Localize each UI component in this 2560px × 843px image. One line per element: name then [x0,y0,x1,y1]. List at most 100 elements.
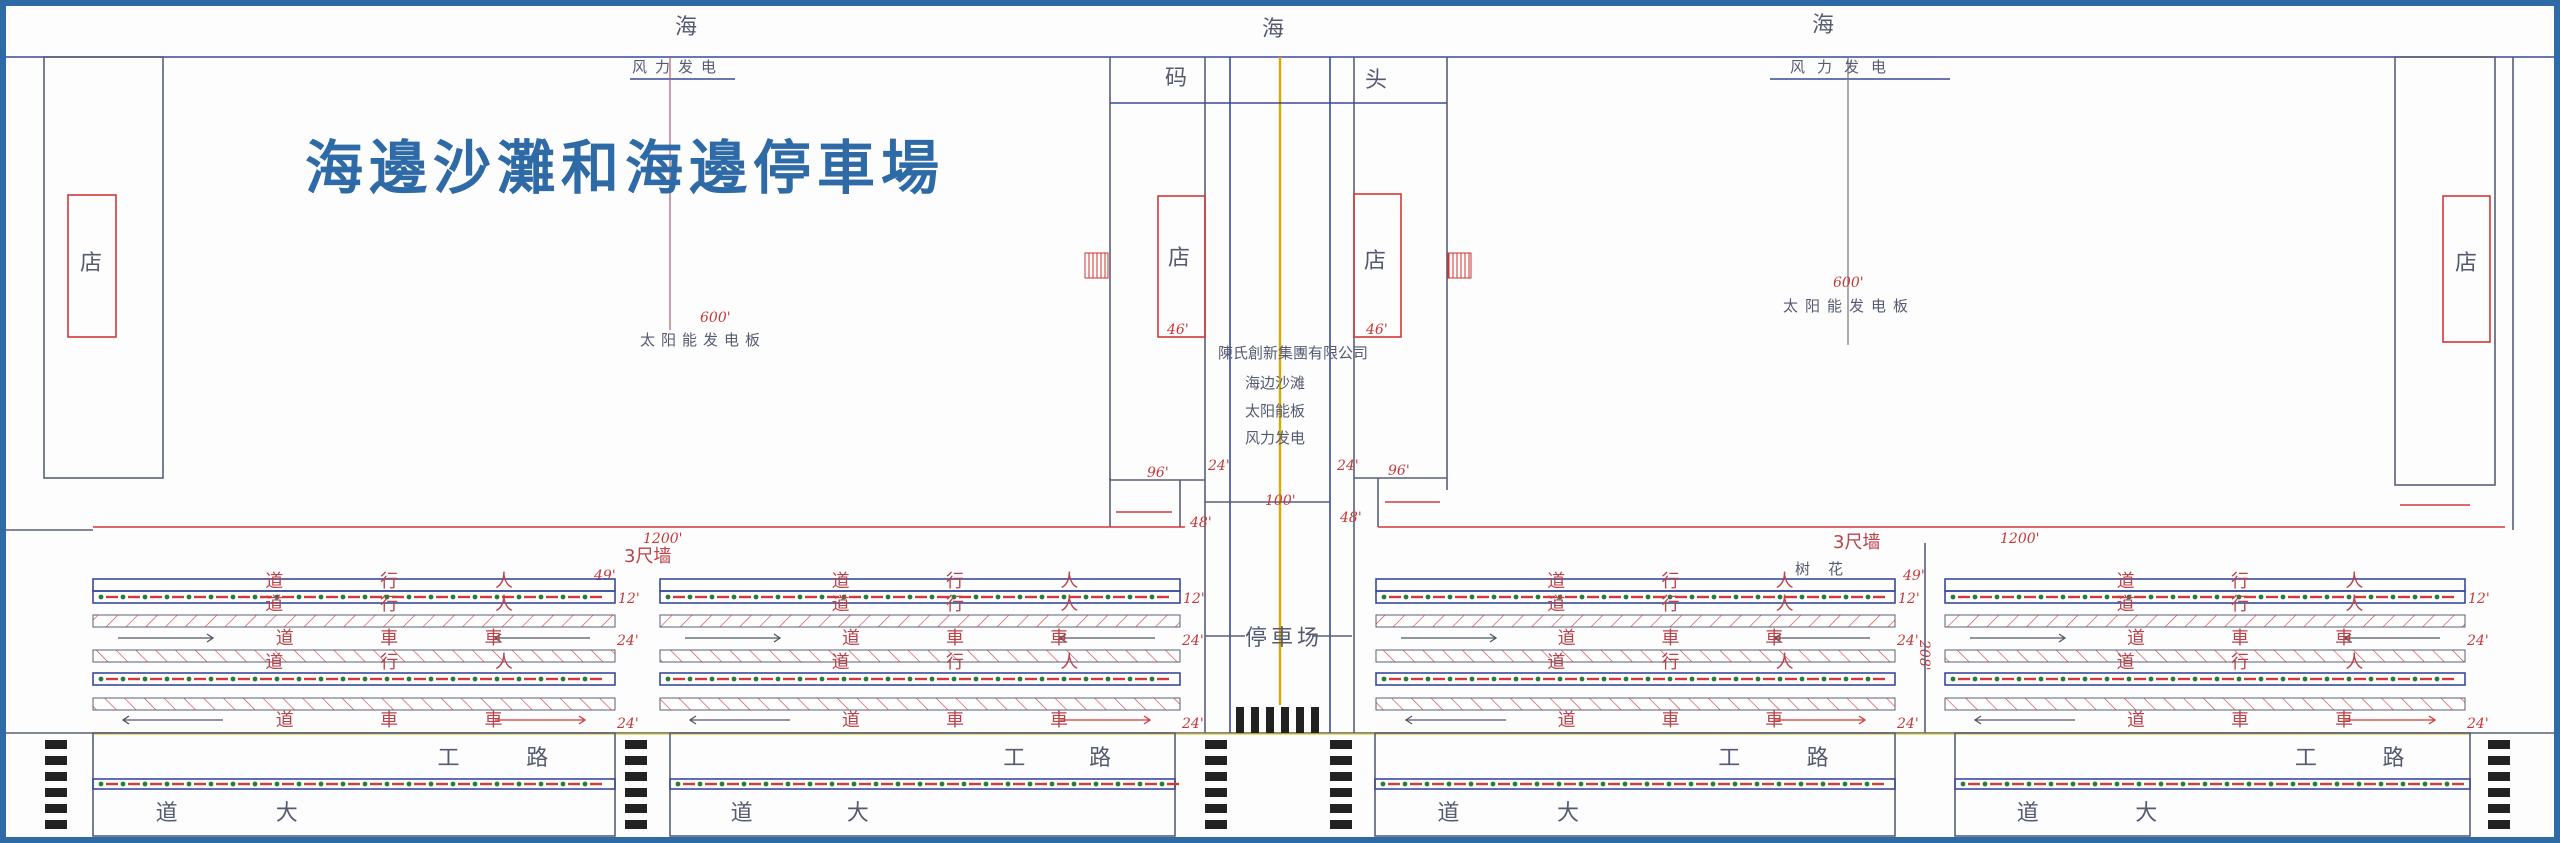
tree-dot [142,781,148,787]
tree-dot [1733,594,1739,600]
sidewalk-label: 行 [946,652,964,673]
driveway-label: 車 [2335,628,2353,649]
tree-dot [1027,781,1033,787]
tree-dot [1689,676,1695,682]
tree-dot [2070,781,2076,787]
tree-dot [2082,594,2088,600]
tree-dot [1105,594,1111,600]
sidewalk-label: 行 [380,652,398,673]
tree-dot [164,676,170,682]
company-note: 海边沙滩 [1245,374,1305,392]
tree-dot [1061,594,1067,600]
sidewalk-strip [659,578,1181,592]
tree-dot [2246,781,2252,787]
crosswalk-stripe [1330,740,1352,749]
arrow-head [206,633,215,643]
tree-dot [252,676,258,682]
tree-dot [1820,781,1826,787]
tree-dot [142,594,148,600]
tree-dot [1972,676,1978,682]
driveway-label: 道 [842,628,860,649]
pier-label: 码 [1165,66,1187,91]
tree-dot [1535,594,1541,600]
tree-dot [2280,676,2286,682]
store-box [67,194,117,338]
tree-dot [2390,594,2396,600]
tree-dot [719,781,725,787]
tree-dot [1127,676,1133,682]
dim-48: 48' [1339,510,1362,526]
dim-48: 48' [1189,515,1212,531]
tree-dot [560,676,566,682]
tree-dot [1733,676,1739,682]
sidewalk-label: 人 [1776,652,1794,673]
right-beach-area: 店 风力发电 600' 太阳能发电板 [1770,56,2514,530]
tree-dot [1994,676,2000,682]
sidewalk-label: 道 [832,571,850,592]
tree-dot [406,781,412,787]
tree-dot [2346,676,2352,682]
tree-dot [1972,594,1978,600]
tree-dot [1579,594,1585,600]
tree-dot [1127,594,1133,600]
driveway-label: 車 [1050,628,1068,649]
store-label: 店 [80,251,102,276]
tree-dot [2026,781,2032,787]
sidewalk-label: 人 [1776,571,1794,592]
tree-dot [230,594,236,600]
tree-dot [516,781,522,787]
parking-block: 道行人道行人道行人道車車道車車12'24'24' [1944,571,2490,732]
sidewalk-label: 行 [2231,594,2249,615]
tree-dot [873,781,879,787]
tree-dot [929,676,935,682]
tree-dot [2312,781,2318,787]
arrow-head [121,715,130,725]
tree-dot [731,676,737,682]
sidewalk-strip [1944,578,2466,592]
tree-dot [785,781,791,787]
planting-strip [92,590,616,604]
tree-dot [340,781,346,787]
road-label: 工 [438,746,460,771]
tree-dot [1513,594,1519,600]
wind-power-label: 风力发电 [632,58,724,76]
parking-stalls [1944,697,2466,711]
planting-strip [1375,672,1896,686]
tree-dot [709,676,715,682]
tree-dot [2202,781,2208,787]
lot-length-dim: 1200' [2000,531,2039,547]
crosswalk-stripe [45,804,67,813]
tree-dot [775,676,781,682]
driveway-label: 車 [2231,628,2249,649]
tree-dot [1017,676,1023,682]
tree-dot [1644,781,1650,787]
tree-dot [208,676,214,682]
tree-dot [1557,676,1563,682]
tree-dot [1754,781,1760,787]
tree-dot [1039,594,1045,600]
tree-dot [340,594,346,600]
tree-dot [120,676,126,682]
lane-dim: 24' [1181,716,1204,732]
road-label: 工 [1003,746,1025,771]
tree-dot [428,676,434,682]
crosswalk-stripe [625,740,647,749]
tree-dot [1799,676,1805,682]
crosswalk-stripe [45,772,67,781]
crosswalk [1236,707,1319,733]
solar-dimension: 600' [1833,275,1864,291]
crosswalk-stripe [45,788,67,797]
road-label: 路 [1089,746,1111,771]
crosswalk-stripe [625,772,647,781]
tree-dot [208,781,214,787]
tree-dot [1447,676,1453,682]
tree-dot [516,676,522,682]
crosswalk-stripe [1311,707,1319,733]
tree-dot [1601,594,1607,600]
tree-dot [274,594,280,600]
tree-dot [2280,594,2286,600]
tree-dot [274,676,280,682]
driveway-label: 道 [1558,710,1576,731]
